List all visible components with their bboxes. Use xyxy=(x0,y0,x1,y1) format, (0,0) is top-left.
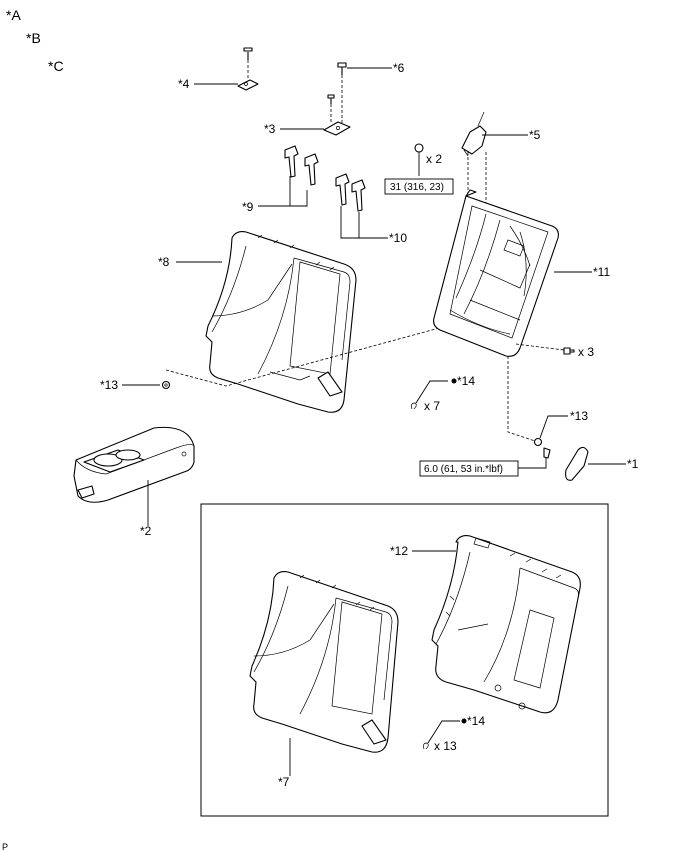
label-part-8: *8 xyxy=(158,255,170,269)
footer-mark: P xyxy=(2,842,8,852)
torque-box-nut xyxy=(384,178,454,195)
clip-part-10 xyxy=(335,173,366,212)
label-part-14-lower: *14 xyxy=(467,714,485,728)
label-part-13-right: *13 xyxy=(570,409,588,423)
clip-part-9 xyxy=(284,145,319,186)
label-part-13-left: *13 xyxy=(100,378,118,392)
label-part-3: *3 xyxy=(264,122,276,136)
torque-nut: 31 (316, 23) xyxy=(390,182,444,193)
label-part-6: *6 xyxy=(393,61,405,75)
latch-part-5 xyxy=(461,111,487,157)
label-part-14-upper: *14 xyxy=(457,374,475,388)
qty-clip-bottom: x 13 xyxy=(434,739,457,753)
label-part-9: *9 xyxy=(242,200,254,214)
qty-nut: x 2 xyxy=(426,152,442,166)
label-part-1: *1 xyxy=(627,457,639,471)
clip-part-14-upper xyxy=(411,378,457,410)
label-part-11: *11 xyxy=(593,265,610,279)
seatback-frame-part-11 xyxy=(433,189,559,357)
label-part-10: *10 xyxy=(389,231,407,245)
bolt-icon xyxy=(563,347,575,355)
clip-part-14-lower xyxy=(423,718,467,750)
bolt-part-6 xyxy=(337,62,347,126)
bracket-part-3 xyxy=(323,94,351,136)
view-label-b: *B xyxy=(26,30,41,46)
cover-part-1 xyxy=(565,446,589,481)
seatback-cover-part-7 xyxy=(249,571,399,753)
torque-box-bolt xyxy=(419,460,519,477)
seatback-cover-part-12 xyxy=(431,535,581,714)
clip-part-13-left xyxy=(161,380,171,390)
view-label-a: *A xyxy=(6,7,21,23)
seatback-cover-part-8 xyxy=(205,231,357,413)
label-part-4: *4 xyxy=(178,77,190,91)
qty-bolt: x 3 xyxy=(578,345,594,359)
bracket-part-4 xyxy=(237,47,259,91)
label-part-7: *7 xyxy=(278,775,290,789)
qty-clip-top: x 7 xyxy=(424,399,440,413)
nut-icon xyxy=(414,143,424,153)
label-part-2: *2 xyxy=(140,524,152,538)
torque-bolt: 6.0 (61, 53 in.*lbf) xyxy=(424,464,503,475)
label-part-5: *5 xyxy=(529,128,541,142)
view-label-c: *C xyxy=(48,58,64,74)
armrest-part-2 xyxy=(73,426,195,503)
clip-part-13-right xyxy=(533,437,551,459)
label-part-12: *12 xyxy=(390,544,408,558)
variant-frame xyxy=(200,503,609,817)
